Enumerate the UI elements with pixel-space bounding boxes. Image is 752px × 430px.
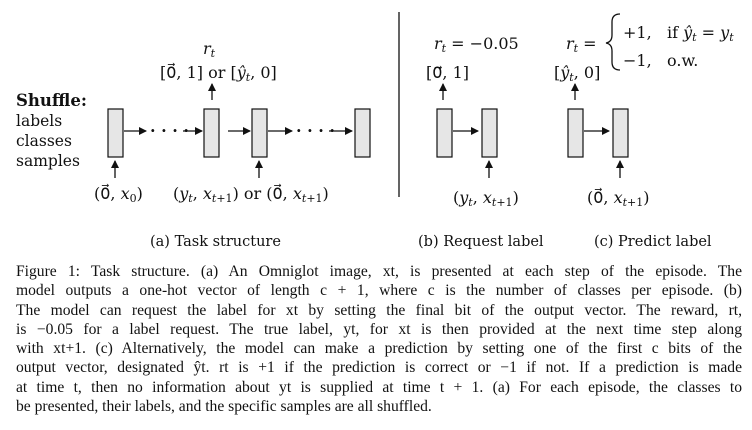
box-c-left xyxy=(567,108,584,158)
output-b: [0⃗, 1] xyxy=(426,63,469,82)
shuffle-title: Shuffle: xyxy=(16,91,87,110)
input-c: (0⃗, xt+1) xyxy=(587,187,650,209)
shuffle-item-labels: labels xyxy=(16,112,62,130)
caption-line: is −0.05 for a label request. The true l… xyxy=(16,320,742,338)
reward-c-lhs: rt = xyxy=(566,34,597,55)
input-label-x0: (0⃗, x0) xyxy=(94,183,143,205)
caption-line: at time t, then no information about yt … xyxy=(16,378,742,396)
case1-cond: if ŷt = yt xyxy=(667,23,734,44)
box-b-left xyxy=(436,108,453,158)
case1-value: +1, xyxy=(623,23,652,42)
ellipsis-a1: · · · · xyxy=(150,121,189,140)
timestep-box-1 xyxy=(107,108,124,158)
ellipsis-a2: · · · · xyxy=(296,121,335,140)
caption-line: model outputs a one-hot vector of length… xyxy=(16,282,742,300)
task-structure-figure: Shuffle: labels classes samples · · · · … xyxy=(16,12,734,250)
caption-line: be presented, their labels, and the spec… xyxy=(16,398,432,416)
output-c: [ŷt, 0] xyxy=(554,63,600,84)
case2-value: −1, xyxy=(623,51,652,70)
reward-symbol-a: rt xyxy=(203,39,216,60)
timestep-box-2 xyxy=(203,108,220,158)
reward-b: rt = −0.05 xyxy=(434,34,519,55)
reward-output-a: [0⃗, 1] or [ŷt, 0] xyxy=(160,62,277,84)
timestep-box-3 xyxy=(251,108,268,158)
figure-caption: Figure 1: Task structure. (a) An Omniglo… xyxy=(16,262,742,416)
caption-c: (c) Predict label xyxy=(594,234,712,250)
box-b-right xyxy=(481,108,498,158)
case2-cond: o.w. xyxy=(667,51,698,70)
input-b: (yt, xt+1) xyxy=(453,188,519,209)
caption-a: (a) Task structure xyxy=(150,234,281,250)
caption-line: output vector, designated ŷt. rt is +1 i… xyxy=(16,359,742,377)
caption-b: (b) Request label xyxy=(418,234,544,250)
timestep-box-4 xyxy=(354,108,371,158)
caption-line: Figure 1: Task structure. (a) An Omniglo… xyxy=(16,263,742,280)
shuffle-item-classes: classes xyxy=(16,132,72,150)
input-label-next: (yt, xt+1) or (0⃗, xt+1) xyxy=(173,183,329,205)
box-c-right xyxy=(612,108,629,158)
brace-c xyxy=(605,13,621,71)
shuffle-item-samples: samples xyxy=(16,152,80,170)
caption-line: with xt+1. (c) Alternatively, the model … xyxy=(16,340,742,358)
caption-line: The model can request the label for xt b… xyxy=(16,301,742,319)
